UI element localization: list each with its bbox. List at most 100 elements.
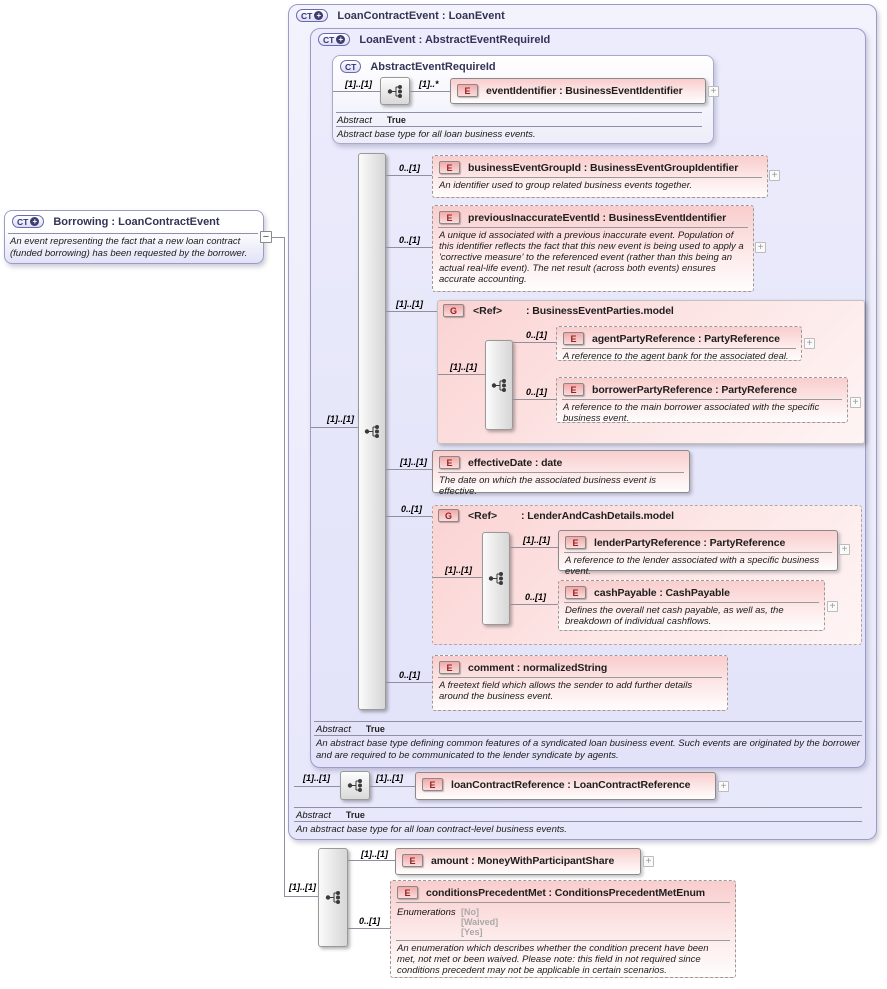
divider: [8, 233, 258, 234]
element-icon: E: [563, 332, 584, 345]
eventidentifier-title: eventIdentifier : BusinessEventIdentifie…: [486, 84, 683, 97]
effectivedate-title: effectiveDate : date: [468, 456, 563, 469]
lenderandcashdetails-title: : LenderAndCashDetails.model: [521, 509, 674, 522]
divider: [438, 227, 748, 228]
expand-button[interactable]: +: [643, 856, 654, 867]
expand-button[interactable]: +: [827, 601, 838, 612]
element-icon: E: [439, 161, 460, 174]
connector-line: [513, 399, 556, 400]
cardinality-lacd-sequence: [1]..[1]: [445, 565, 472, 575]
cardinality-amount: [1]..[1]: [361, 849, 388, 859]
cardinality-lce-sequence: [1]..[1]: [303, 773, 330, 783]
expand-button[interactable]: +: [755, 242, 766, 253]
agentpartyreference-description: A reference to the agent bank for the as…: [563, 351, 789, 362]
cardinality-comment: 0..[1]: [399, 670, 421, 680]
sequence-compositor[interactable]: [340, 771, 370, 800]
connector-line: [272, 237, 284, 238]
element-icon: E: [402, 854, 423, 867]
divider: [564, 602, 819, 603]
connector-line: [510, 604, 558, 605]
connector-line: [386, 682, 432, 683]
sequence-compositor-bar[interactable]: [485, 340, 513, 430]
ref-label: <Ref>: [473, 304, 503, 317]
divider: [438, 677, 722, 678]
loancontractevent-title: LoanContractEvent : LoanEvent: [337, 9, 505, 22]
divider: [314, 735, 862, 736]
collapse-button[interactable]: −: [260, 231, 272, 243]
borrowerpartyreference-title: borrowerPartyReference : PartyReference: [592, 383, 798, 396]
expand-button[interactable]: +: [718, 781, 729, 792]
amount-title: amount : MoneyWithParticipantShare: [431, 854, 615, 867]
element-icon: E: [439, 456, 460, 469]
lenderpartyreference-title: lenderPartyReference : PartyReference: [594, 536, 786, 549]
expand-button[interactable]: +: [804, 338, 815, 349]
sequence-compositor-bar[interactable]: [482, 532, 510, 625]
connector-line: [284, 896, 318, 897]
effectivedate-description: The date on which the associated busines…: [439, 475, 657, 497]
divider: [562, 348, 796, 349]
sequence-icon: [488, 572, 503, 585]
element-icon: E: [563, 383, 584, 396]
loancontractevent-description: An abstract base type for all loan contr…: [296, 824, 567, 835]
connector-line: [386, 469, 432, 470]
connector-line: [370, 786, 415, 787]
sequence-icon: [491, 378, 506, 392]
connector-line: [348, 928, 390, 929]
loanevent-title: LoanEvent : AbstractEventRequireId: [359, 33, 551, 46]
expand-button[interactable]: +: [839, 544, 850, 555]
ct-glyph: CT: [301, 10, 313, 21]
expand-button[interactable]: +: [769, 170, 780, 181]
cardinality-eventidentifier: [1]..*: [419, 79, 439, 89]
connector-line: [333, 91, 380, 92]
businesseventparties-title: : BusinessEventParties.model: [526, 304, 674, 317]
connector-line: [311, 427, 358, 428]
businesseventparties-header: G <Ref> : BusinessEventParties.model: [443, 304, 674, 317]
abstracteventrequireid-header: CT AbstractEventRequireId: [340, 60, 496, 73]
divider: [396, 940, 730, 941]
ct-glyph: CT: [345, 61, 357, 72]
element-icon: E: [565, 536, 586, 549]
loancontractevent-abstract-row: Abstract True: [296, 810, 365, 821]
enumerations-row: Enumerations [No] [Waived] [Yes]: [391, 903, 735, 937]
complex-type-icon: CT+: [318, 33, 351, 46]
expand-button[interactable]: +: [850, 397, 861, 408]
businesseventgroupid-title: businessEventGroupId : BusinessEventGrou…: [468, 161, 739, 174]
complex-type-icon: CT+: [296, 9, 329, 22]
connector-line: [386, 175, 432, 176]
connector-line: [294, 786, 340, 787]
comment-title: comment : normalizedString: [468, 661, 608, 674]
complex-type-icon: CT: [340, 60, 362, 73]
derived-plus-icon: +: [336, 35, 346, 44]
abstract-label: Abstract: [316, 724, 351, 735]
cardinality-previousinaccurateeventid: 0..[1]: [399, 235, 421, 245]
businesseventgroupid-description: An identifier used to group related busi…: [439, 180, 693, 191]
cardinality-businesseventparties: [1]..[1]: [396, 299, 423, 309]
expand-button[interactable]: +: [708, 86, 719, 97]
loancontractreference-title: loanContractReference : LoanContractRefe…: [451, 778, 691, 791]
sequence-compositor-bar[interactable]: [318, 848, 348, 947]
abstract-value: True: [386, 115, 406, 125]
complex-type-icon: CT+: [12, 215, 45, 228]
sequence-compositor[interactable]: [380, 77, 410, 105]
cardinality-conditionsprecedentmet: 0..[1]: [359, 916, 381, 926]
abstract-label: Abstract: [337, 115, 372, 126]
borrowerpartyreference-description: A reference to the main borrower associa…: [563, 402, 820, 424]
element-icon: E: [439, 211, 460, 224]
complex-type-box-borrowing[interactable]: [4, 210, 264, 264]
cashpayable-title: cashPayable : CashPayable: [594, 586, 730, 599]
cardinality-loanevent-sequence: [1]..[1]: [327, 414, 354, 424]
sequence-compositor-bar[interactable]: [358, 153, 386, 710]
connector-line: [433, 577, 482, 578]
